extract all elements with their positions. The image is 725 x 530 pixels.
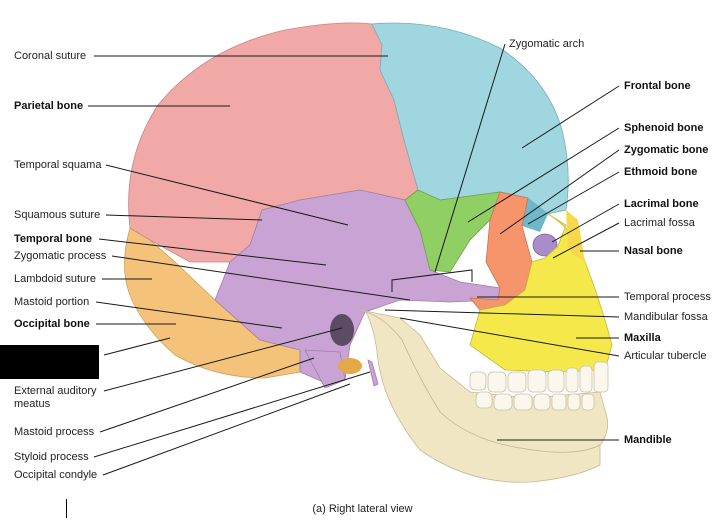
label-mastoid-portion: Mastoid portion (14, 296, 90, 308)
label-lacrimal-bone: Lacrimal bone (624, 198, 699, 210)
label-mandibular-fossa: Mandibular fossa (624, 311, 708, 323)
label-ethmoid-bone: Ethmoid bone (624, 166, 698, 178)
label-parietal-bone: Parietal bone (14, 100, 84, 112)
label-occipital-bone: Occipital bone (14, 318, 90, 330)
occipital-bone-shape (124, 227, 301, 379)
label-nasal-bone: Nasal bone (624, 245, 683, 257)
label-temporal-squama: Temporal squama (14, 159, 102, 171)
external-auditory-meatus-shape (330, 314, 354, 346)
mandible-ramus-shape (365, 311, 601, 483)
label-frontal-bone: Frontal bone (624, 80, 691, 92)
occipital-condyle-shape (338, 358, 362, 374)
label-mastoid-process: Mastoid process (14, 426, 95, 438)
zygomatic-arch-bracket (391, 269, 473, 292)
label-lacrimal-fossa: Lacrimal fossa (624, 217, 695, 229)
leader-lines (88, 43, 620, 476)
lacrimal-bone-shape (532, 233, 558, 257)
label-zygomatic-bone: Zygomatic bone (624, 144, 709, 156)
redacted-label-box (0, 345, 99, 379)
label-squamous-suture: Squamous suture (14, 209, 101, 221)
label-occipital-condyle: Occipital condyle (14, 469, 98, 481)
sphenoid-bone-shape (404, 189, 501, 273)
figure-caption: (a) Right lateral view (312, 503, 413, 515)
label-styloid-process: Styloid process (14, 451, 89, 463)
label-coronal-suture: Coronal suture (14, 50, 87, 62)
label-maxilla: Maxilla (624, 332, 661, 344)
label-sphenoid-bone: Sphenoid bone (624, 122, 704, 134)
label-temporal-bone: Temporal bone (14, 233, 93, 245)
styloid-process-shape (367, 359, 379, 387)
label-zygomatic-arch: Zygomatic arch (509, 38, 585, 50)
page-tick-mark (66, 499, 67, 518)
label-external-auditory-meatus: External auditory meatus (14, 385, 97, 410)
label-zygomatic-process: Zygomatic process (14, 250, 107, 262)
teeth (469, 361, 609, 411)
label-mandible: Mandible (624, 434, 672, 446)
label-lambdoid-suture: Lambdoid suture (14, 273, 96, 285)
label-temporal-process: Temporal process (624, 291, 711, 303)
label-articular-tubercle: Articular tubercle (624, 350, 707, 362)
